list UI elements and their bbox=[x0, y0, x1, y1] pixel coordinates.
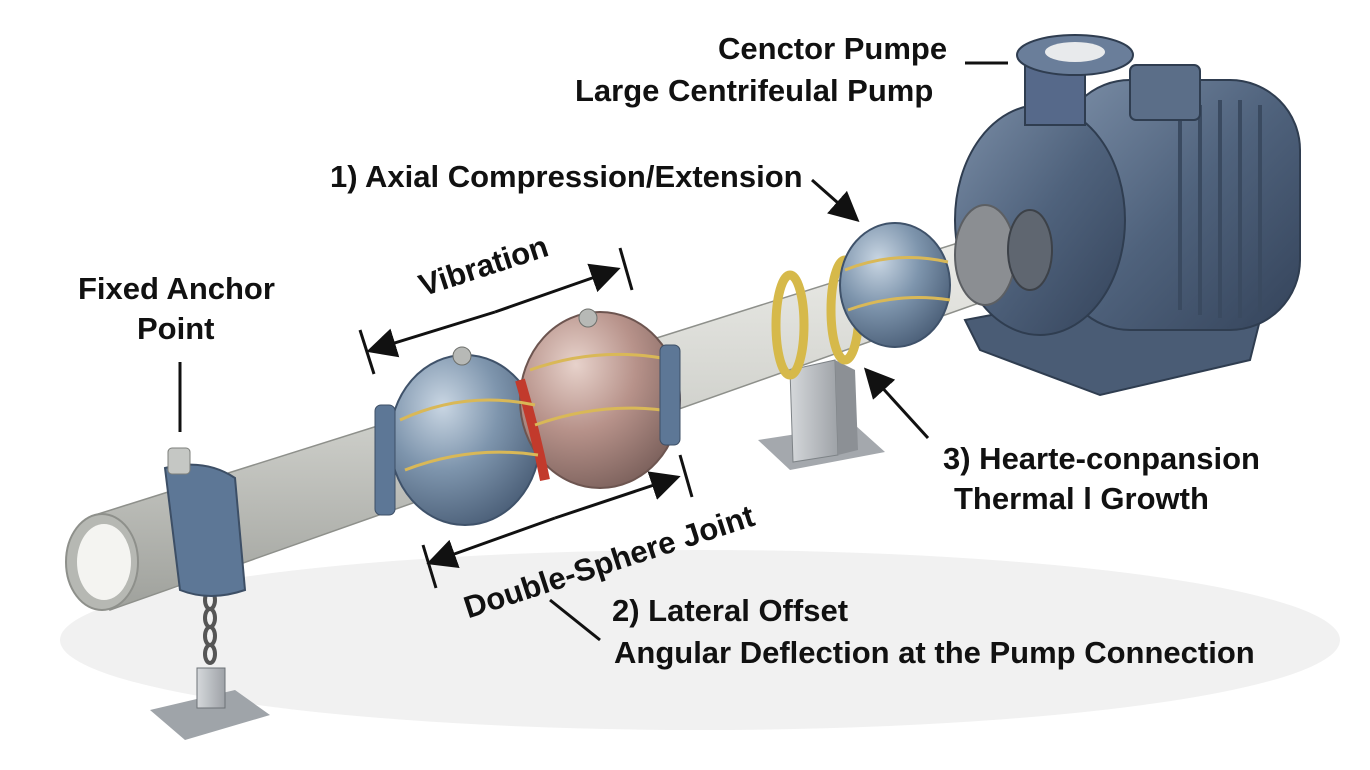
vibration-tick-left bbox=[358, 329, 376, 375]
joint-tick-left bbox=[421, 544, 438, 589]
pipe-support-stand bbox=[758, 359, 885, 470]
ground-shadow bbox=[60, 550, 1340, 730]
thermal-label-line2: Thermal l Growth bbox=[954, 481, 1209, 516]
vibration-arrow-right bbox=[494, 263, 621, 314]
single-sphere-joint bbox=[839, 222, 951, 348]
anchor-support bbox=[150, 589, 270, 740]
vibration-arrow-left bbox=[366, 310, 496, 358]
double-sphere-joint bbox=[374, 308, 681, 526]
anchor-label-line1: Fixed Anchor bbox=[78, 271, 275, 306]
axial-arrow bbox=[811, 178, 860, 222]
anchor-label-line2: Point bbox=[137, 311, 215, 346]
thermal-arrow bbox=[863, 367, 930, 440]
lateral-label-line1: 2) Lateral Offset bbox=[612, 593, 849, 628]
thermal-label-line1: 3) Hearte-conpansion bbox=[943, 441, 1260, 476]
annotation-lines bbox=[178, 61, 1008, 642]
joint-tick-right bbox=[678, 454, 694, 498]
pump-label-line2: Large Centrifeulal Pump bbox=[575, 73, 934, 108]
vibration-tick-right bbox=[618, 247, 634, 291]
pump-label-line1: Cenctor Pumpe bbox=[718, 31, 948, 66]
lateral-leader-line bbox=[549, 598, 601, 642]
anchor-clamp bbox=[163, 447, 247, 597]
axial-label: 1) Axial Compression/Extension bbox=[330, 159, 803, 194]
joint-arrow-left bbox=[426, 516, 556, 569]
joint-arrow-right bbox=[554, 471, 681, 520]
lateral-label-line2: Angular Deflection at the Pump Connectio… bbox=[614, 635, 1255, 670]
centrifugal-pump bbox=[954, 34, 1301, 397]
